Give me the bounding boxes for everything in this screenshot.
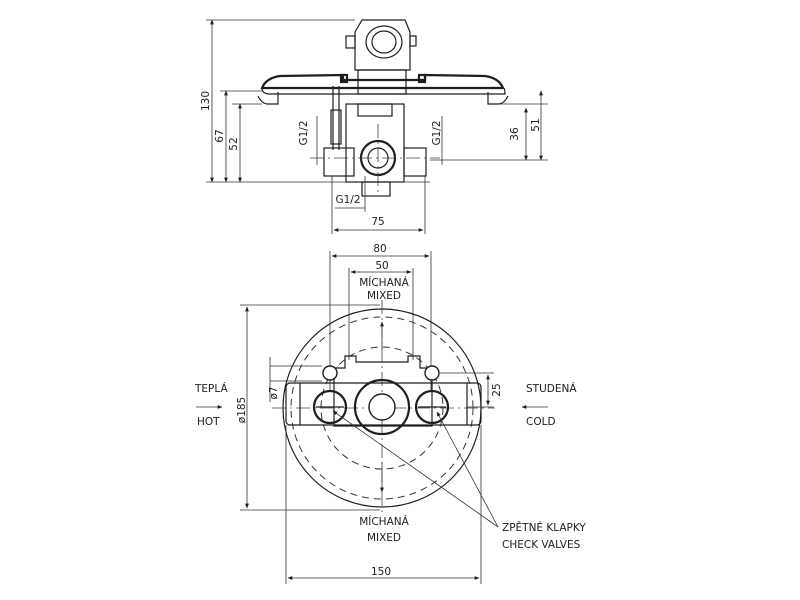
check-valves-label-en: CHECK VALVES [502,539,581,551]
mixed-top-label-cz: MÍCHANÁ [359,276,409,289]
dim-label-67: 67 [214,129,226,142]
mount-hole-left [322,365,338,381]
top-view: 80 50 MÍCHANÁ MIXED [194,243,586,584]
dim-label-50: 50 [375,260,388,272]
thread-label-bottom: G1/2 [335,194,360,206]
mixer-outlet [368,393,396,421]
check-valve-right [414,389,450,425]
mixed-top-label-en: MIXED [367,290,401,302]
dim-label-7: ø7 [268,386,280,399]
dim-label-80: 80 [373,243,386,255]
cold-label-en: COLD [526,416,556,428]
dim-label-36: 36 [509,127,521,141]
side-view: 130 67 52 36 51 [200,19,548,234]
mixer-body-circle [353,378,411,436]
valve-body [310,69,440,197]
dim-label-51: 51 [530,118,542,131]
dim-label-130: 130 [200,91,212,111]
valve-body-top [285,355,482,436]
hot-label-en: HOT [197,416,220,428]
leader-check-valve-left [332,410,499,528]
mixed-bottom-label-en: MIXED [367,532,401,544]
check-valve-left [312,389,348,425]
dim-label-25: 25 [491,383,503,396]
cold-label-cz: STUDENÁ [526,382,577,395]
dim-label-150: 150 [371,566,391,578]
mixed-bottom-label-cz: MÍCHANÁ [359,515,409,528]
dim-label-75: 75 [371,216,384,228]
thread-label-right: G1/2 [431,120,443,145]
cover-plate [257,73,509,105]
check-valves-label-cz: ZPĚTNÉ KLAPKY [502,521,586,534]
dim-label-52: 52 [228,137,240,150]
mount-hole-right [424,365,440,381]
handle-knob [345,19,417,71]
leader-check-valve-right [436,411,499,528]
thread-label-left: G1/2 [298,120,310,145]
dim-label-185: ø185 [236,397,248,423]
hot-label-cz: TEPLÁ [194,382,228,395]
